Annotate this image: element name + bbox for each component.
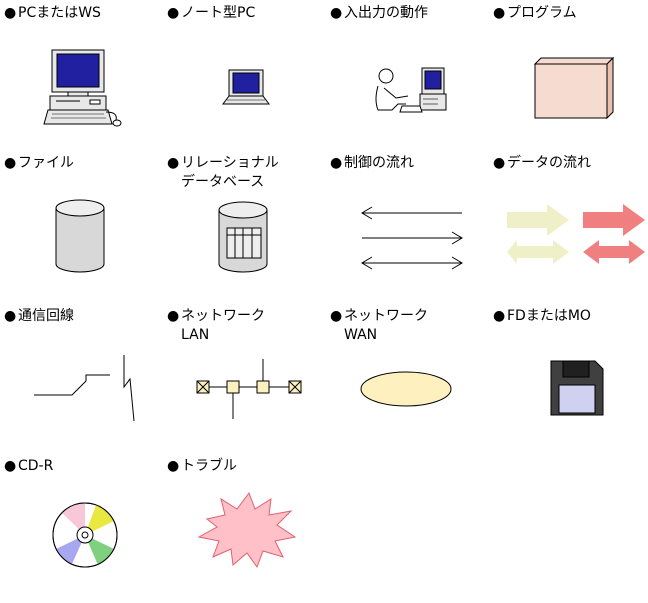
label-relational-db-2: データベース — [181, 174, 265, 190]
bullet: ● — [330, 5, 343, 21]
bullet: ● — [493, 308, 506, 324]
pc-ws-icon — [43, 49, 122, 127]
label-trouble: トラブル — [181, 458, 237, 474]
label-io-operation: 入出力の動作 — [344, 5, 428, 21]
data-flow-icon — [507, 204, 645, 264]
program-icon — [533, 56, 615, 120]
notebook-pc-icon — [222, 69, 270, 105]
label-data-flow: データの流れ — [507, 155, 591, 171]
label-wan-2: WAN — [344, 327, 378, 343]
legend-wan: ●ネットワーク WAN — [326, 303, 486, 453]
label-wan-1: ネットワーク — [344, 308, 428, 324]
control-flow-icon — [361, 206, 463, 270]
label-fd-mo: FDまたはMO — [507, 308, 591, 324]
bullet: ● — [4, 5, 17, 21]
legend-cd-r: ●CD-R — [0, 453, 160, 603]
label-pc-ws: PCまたはWS — [18, 5, 101, 21]
legend-pc-ws: ●PCまたはWS — [0, 0, 160, 150]
legend-lan: ●ネットワーク LAN — [163, 303, 323, 453]
bullet: ● — [167, 458, 180, 474]
label-cd-r: CD-R — [18, 458, 54, 474]
floppy-disk-icon — [550, 360, 604, 416]
bullet: ● — [4, 308, 17, 324]
label-control-flow: 制御の流れ — [344, 155, 414, 171]
legend-relational-db: ●リレーショナルデータベース — [163, 150, 323, 300]
trouble-burst-icon — [197, 491, 297, 569]
bullet: ● — [4, 155, 17, 171]
legend-io-operation: ●入出力の動作 — [326, 0, 486, 150]
legend-file: ●ファイル — [0, 150, 160, 300]
bullet: ● — [167, 5, 180, 21]
label-comm-line: 通信回線 — [18, 308, 74, 324]
legend-trouble: ●トラブル — [163, 453, 323, 603]
lan-icon — [196, 359, 302, 419]
legend-notebook-pc: ●ノート型PC — [163, 0, 323, 150]
comm-line-icon — [34, 355, 135, 422]
bullet: ● — [167, 155, 180, 171]
legend-fd-mo: ●FDまたはMO — [489, 303, 648, 453]
bullet: ● — [493, 5, 506, 21]
bullet: ● — [493, 155, 506, 171]
bullet: ● — [4, 458, 17, 474]
cd-r-icon — [52, 502, 118, 568]
label-notebook-pc: ノート型PC — [181, 5, 256, 21]
label-relational-db-1: リレーショナル — [181, 155, 279, 171]
bullet: ● — [167, 308, 180, 324]
io-operation-icon — [375, 67, 447, 113]
legend-comm-line: ●通信回線 — [0, 303, 160, 453]
label-lan-2: LAN — [181, 327, 210, 343]
label-file: ファイル — [18, 155, 74, 171]
bullet: ● — [330, 308, 343, 324]
relational-db-icon — [218, 201, 268, 273]
wan-icon — [360, 371, 452, 407]
legend-control-flow: ●制御の流れ — [326, 150, 486, 300]
bullet: ● — [330, 155, 343, 171]
label-lan-1: ネットワーク — [181, 308, 265, 324]
legend-program: ●プログラム — [489, 0, 648, 150]
label-program: プログラム — [507, 5, 577, 21]
legend-data-flow: ●データの流れ — [489, 150, 648, 300]
file-cylinder-icon — [55, 199, 105, 273]
